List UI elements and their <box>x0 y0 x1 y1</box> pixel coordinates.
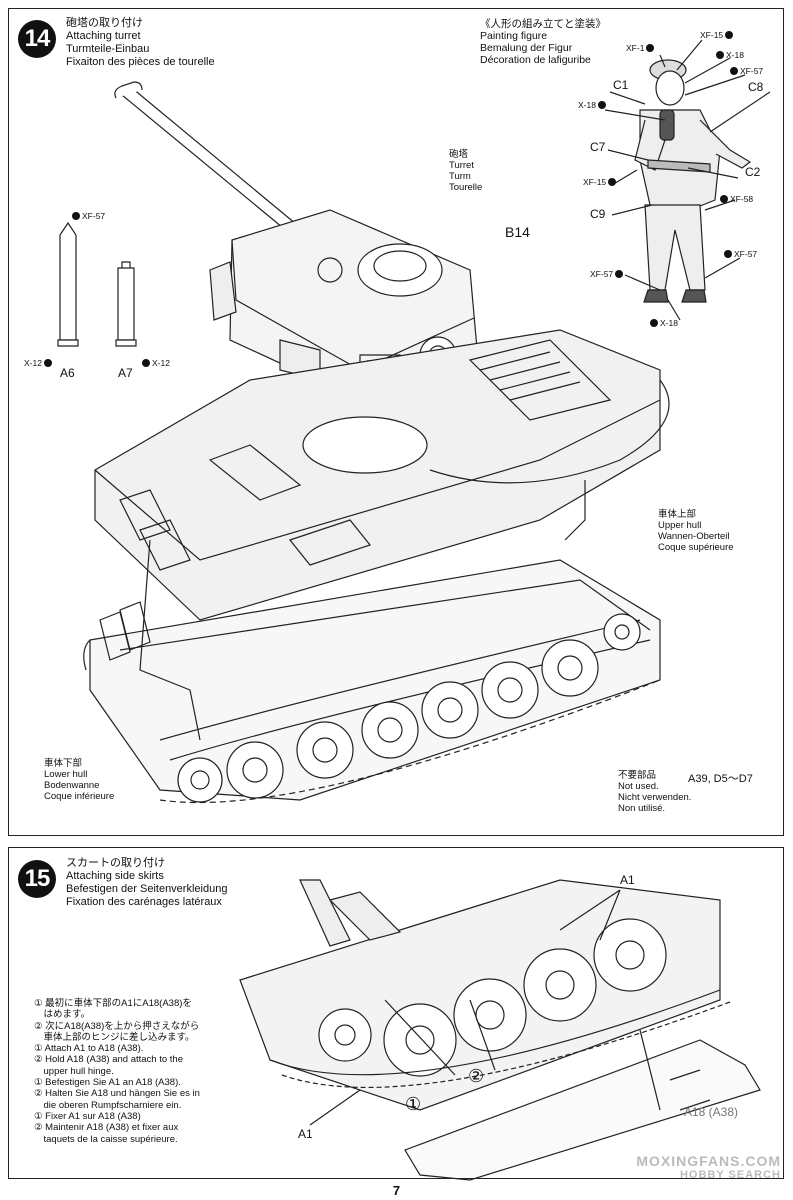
watermark-hobby: HOBBY SEARCH <box>679 1169 781 1181</box>
paint-xf15-left: XF-15 <box>583 177 616 187</box>
callout-1: ① <box>405 1094 422 1114</box>
paint-xf15-top: XF-15 <box>700 30 733 40</box>
paint-x18-left: X-18 <box>578 100 606 110</box>
paint-a6-top: XF-57 <box>72 211 105 221</box>
paint-xf57-right: XF-57 <box>724 249 757 259</box>
figure-part-c7: C7 <box>590 140 606 154</box>
a18-label: A18 (A38) <box>684 1105 739 1119</box>
paint-a6-side: X-12 <box>24 358 52 368</box>
figure-part-c9: C9 <box>590 207 606 221</box>
not-used-parts: A39, D5〜D7 <box>688 773 753 785</box>
watermark-site: MOXINGFANS.COM <box>636 1153 781 1169</box>
step-15-instructions: ① 最初に車体下部のA1にA18(A38)を はめます。 ② 次にA18(A38… <box>34 998 200 1145</box>
paint-xf57-left: XF-57 <box>590 269 623 279</box>
figure-title: 《人形の組み立てと塗装》Painting figure Bemalung der… <box>480 18 606 66</box>
paint-x18-bottom: X-18 <box>650 318 678 328</box>
paint-x18-top: X-18 <box>716 50 744 60</box>
step-14-badge: 14 <box>18 20 56 58</box>
paint-xf58: XF-58 <box>720 194 753 204</box>
a7-label: A7 <box>118 366 133 380</box>
a6-label: A6 <box>60 366 75 380</box>
figure-part-c1: C1 <box>613 78 629 92</box>
a1-bottom-label: A1 <box>298 1127 313 1141</box>
callout-2: ② <box>468 1066 485 1086</box>
paint-xf1: XF-1 <box>626 43 654 53</box>
paint-xf57-top: XF-57 <box>730 66 763 76</box>
step-15-badge: 15 <box>18 860 56 898</box>
b14-label: B14 <box>505 224 530 240</box>
a1-top-label: A1 <box>620 873 635 887</box>
step-15-panel <box>8 847 784 1179</box>
paint-a7-side: X-12 <box>142 358 170 368</box>
figure-part-c2: C2 <box>745 165 761 179</box>
page-number: 7 <box>392 1183 401 1198</box>
figure-part-c8: C8 <box>748 80 764 94</box>
not-used-label: 不要部品 Not used.Nicht verwenden. Non utili… <box>618 770 692 814</box>
